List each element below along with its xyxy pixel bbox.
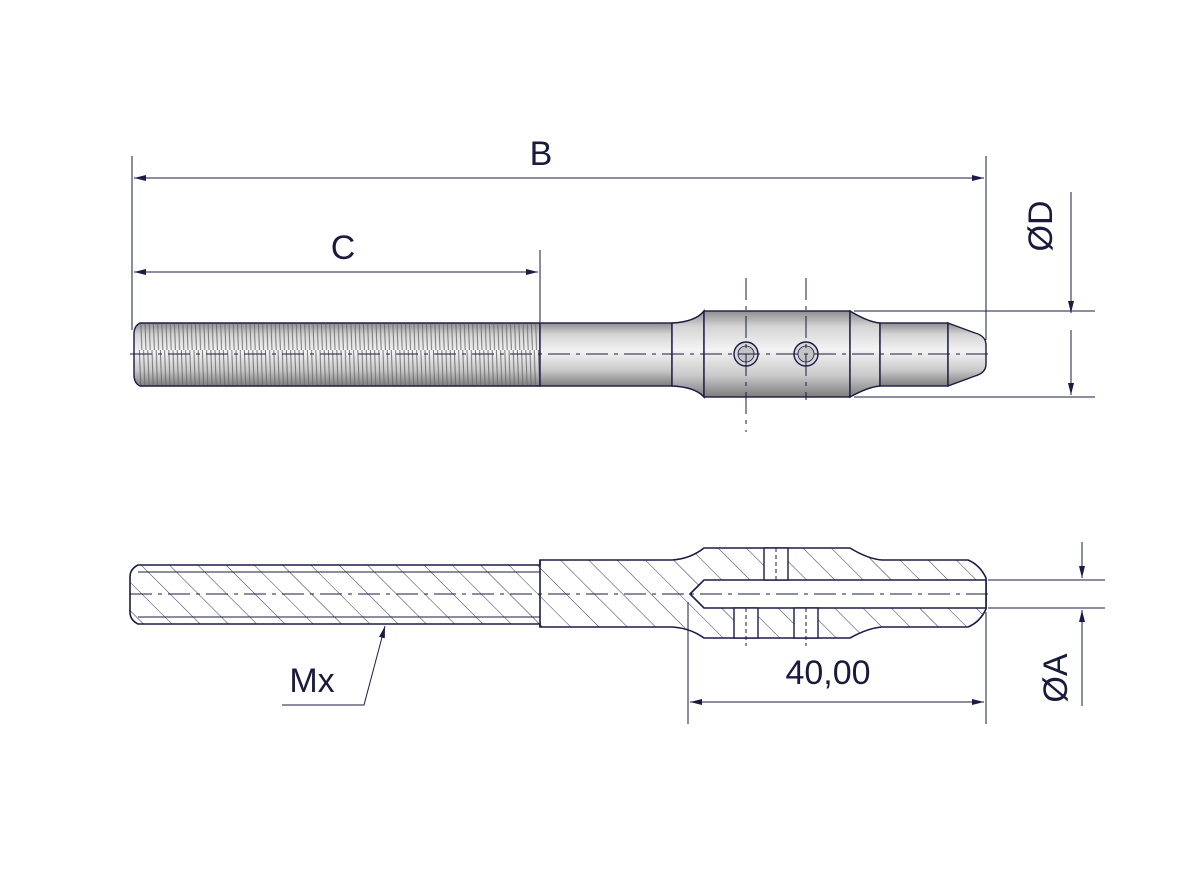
dimension-label-c: C xyxy=(331,229,356,267)
dimension-label-a: ØA xyxy=(1037,653,1075,702)
dimension-label-b: B xyxy=(530,135,553,173)
dimension-b: B xyxy=(131,135,987,340)
dimension-length: 40,00 xyxy=(687,602,987,724)
dimension-d: ØD xyxy=(854,192,1095,398)
dimension-c: C xyxy=(134,229,541,322)
dimension-a: ØA xyxy=(988,542,1105,706)
thread-callout: Mx xyxy=(282,625,386,706)
top-view xyxy=(130,278,990,432)
dimension-label-length: 40,00 xyxy=(785,654,870,692)
thread-label: Mx xyxy=(289,662,334,700)
dimension-label-d: ØD xyxy=(1022,201,1060,252)
section-view xyxy=(129,547,990,646)
